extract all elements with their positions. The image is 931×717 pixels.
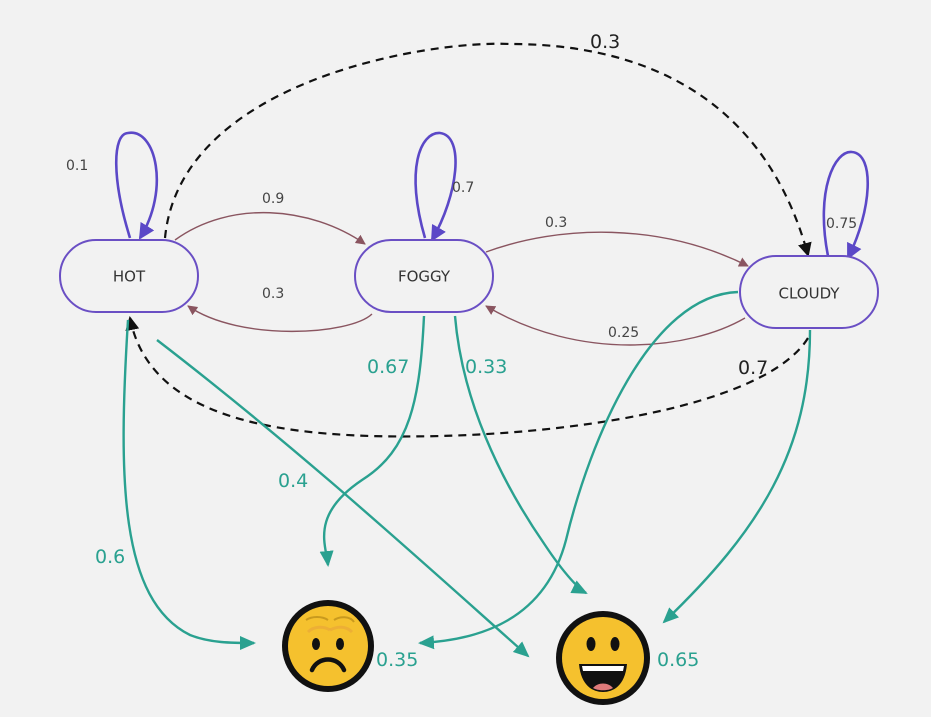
label-hot-self: 0.1	[66, 158, 88, 174]
label-cloudy-to-foggy: 0.25	[608, 325, 639, 341]
label-hot-to-foggy: 0.9	[262, 191, 284, 207]
state-hot: HOT	[59, 239, 199, 313]
label-hot-sad: 0.6	[95, 546, 125, 568]
label-cloudy-to-hot: 0.7	[738, 357, 768, 379]
self-loop-hot	[114, 131, 159, 240]
label-cloudy-sad: 0.35	[376, 649, 418, 671]
label-foggy-happy: 0.33	[465, 356, 507, 378]
label-foggy-to-cloudy: 0.3	[545, 215, 567, 231]
label-cloudy-self: 0.75	[826, 216, 857, 232]
label-cloudy-happy: 0.65	[657, 649, 699, 671]
edge-foggy-to-hot	[187, 305, 373, 333]
label-hot-happy: 0.4	[278, 470, 308, 492]
edge-cloudy-to-foggy	[485, 305, 746, 346]
emission-hot-to-sad	[122, 319, 256, 650]
emission-cloudy-to-sad	[418, 290, 739, 650]
state-cloudy-label: CLOUDY	[779, 285, 841, 303]
state-cloudy: CLOUDY	[739, 255, 879, 329]
edge-hot-to-foggy	[174, 211, 366, 245]
emission-foggy-to-sad	[319, 315, 426, 567]
emission-hot-to-happy	[156, 339, 530, 658]
self-loop-foggy	[414, 131, 457, 242]
edge-hot-to-cloudy	[163, 42, 812, 257]
label-hot-to-cloudy: 0.3	[590, 31, 620, 53]
sad-face-emoji-icon	[282, 600, 374, 692]
emission-cloudy-to-happy	[662, 329, 812, 624]
state-foggy-label: FOGGY	[398, 268, 451, 286]
label-foggy-self: 0.7	[452, 180, 474, 196]
state-foggy: FOGGY	[354, 239, 494, 313]
edge-foggy-to-cloudy	[485, 231, 749, 267]
emission-foggy-to-happy	[453, 315, 588, 595]
edge-cloudy-to-hot	[125, 316, 809, 438]
state-hot-label: HOT	[113, 268, 146, 286]
label-foggy-to-hot: 0.3	[262, 286, 284, 302]
label-foggy-sad: 0.67	[367, 356, 409, 378]
self-loop-cloudy	[822, 150, 869, 260]
happy-face-emoji-icon	[556, 611, 650, 705]
